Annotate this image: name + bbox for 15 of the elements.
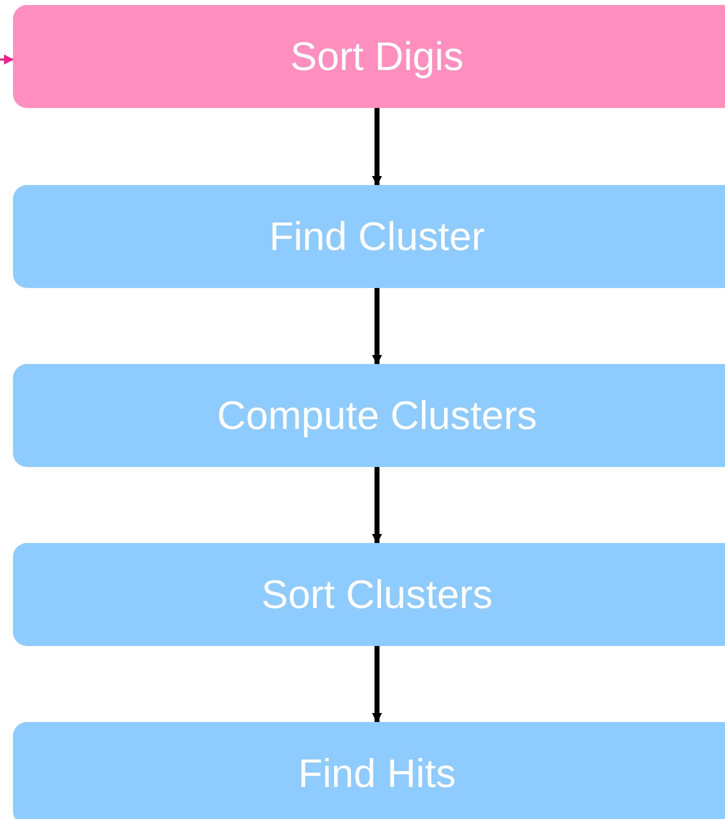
process-box: [13, 364, 725, 467]
arrow: [372, 467, 382, 544]
process-box: [13, 722, 725, 819]
arrow: [372, 646, 382, 723]
box-label: Find Hits: [298, 750, 456, 798]
arrow: [372, 288, 382, 365]
arrow: [0, 54, 14, 64]
arrow: [372, 108, 382, 186]
process-box: [13, 543, 725, 646]
box-label: Sort Digis: [290, 34, 464, 80]
process-box: [13, 5, 725, 108]
process-box: [13, 185, 725, 288]
box-label: Compute Clusters: [216, 392, 538, 440]
box-label: Sort Clusters: [261, 572, 493, 618]
box-label: Find Cluster: [269, 214, 485, 260]
